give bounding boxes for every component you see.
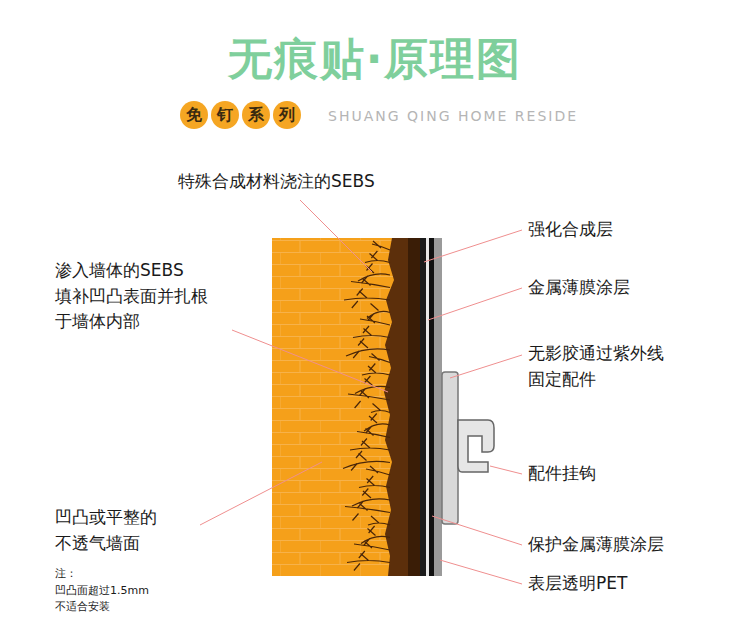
badge-circle: 免	[180, 101, 208, 129]
subtitle: SHUANG QING HOME RESIDE	[328, 107, 578, 125]
callout-label: 强化合成层	[528, 218, 613, 240]
badge-text: 系	[248, 107, 264, 123]
adhesive-layer	[426, 238, 429, 576]
protective-metal-film	[429, 238, 434, 576]
wall	[272, 238, 397, 576]
note: 注：凹凸面超过1.5mm 不适合安装	[55, 566, 149, 616]
callout-label: 金属薄膜涂层	[528, 276, 630, 298]
badge-text: 免	[186, 107, 202, 123]
title: 无痕贴·原理图	[0, 30, 750, 89]
callout-label: 渗入墙体的SEBS 填补凹凸表面并扎根 于墙体内部	[55, 258, 208, 335]
callout-label: 表层透明PET	[528, 572, 627, 594]
badge-text: 钉	[217, 107, 233, 123]
callout-label: 配件挂钩	[528, 462, 596, 484]
accessory-hook	[458, 420, 494, 472]
leader-lines	[200, 200, 522, 584]
badge-circle: 列	[273, 101, 301, 129]
sebs-layer	[384, 238, 408, 576]
callout-label: 无影胶通过紫外线 固定配件	[528, 341, 664, 392]
accessory-plate	[442, 372, 458, 524]
badge-text: 列	[279, 107, 295, 123]
pet-layer	[434, 238, 442, 576]
callout-label: 凹凸或平整的 不透气墙面	[55, 505, 157, 556]
reinforced-layer	[408, 238, 420, 576]
badge-circle: 钉	[211, 101, 239, 129]
badge-circle: 系	[242, 101, 270, 129]
sebs-roots	[343, 241, 390, 571]
callout-label: 特殊合成材料浇注的SEBS	[178, 170, 375, 192]
callout-label: 保护金属薄膜涂层	[528, 533, 664, 555]
wall-bricks	[272, 238, 397, 576]
metal-film-layer	[420, 238, 426, 576]
